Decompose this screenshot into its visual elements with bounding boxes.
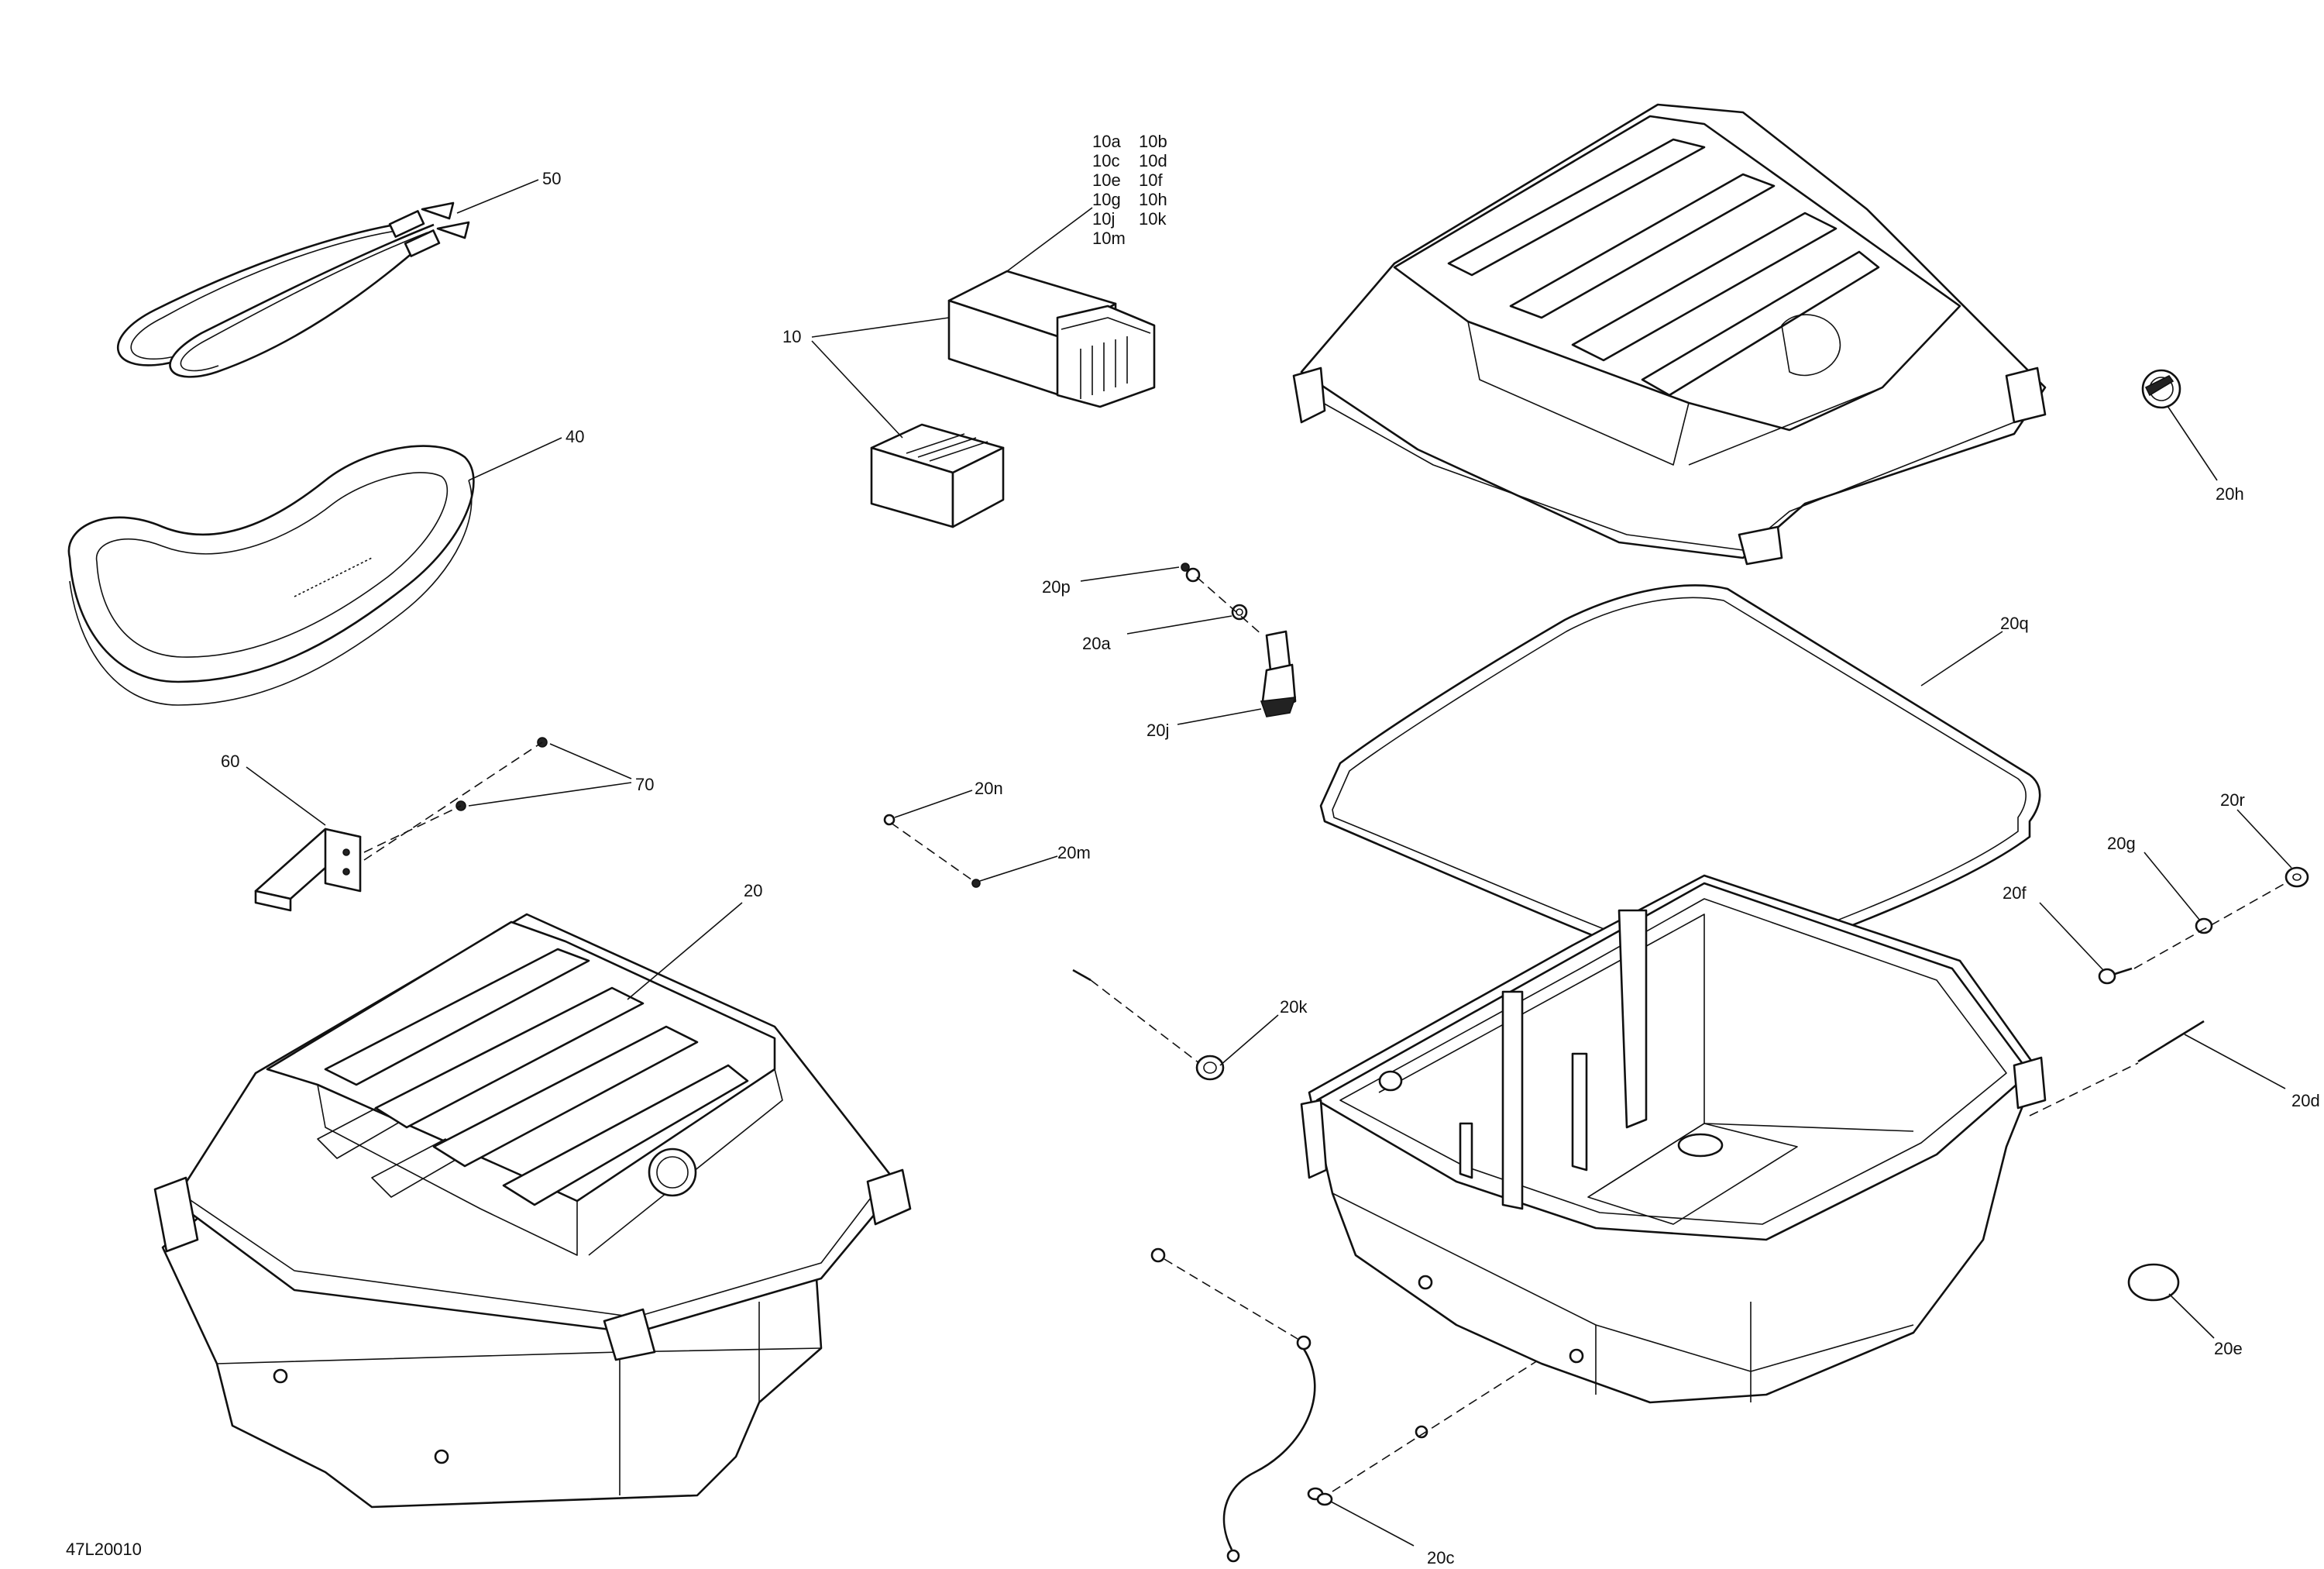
callout-20h: 20h bbox=[2216, 484, 2244, 504]
drive-belt bbox=[67, 445, 475, 706]
callout-20n: 20n bbox=[975, 779, 1003, 798]
leader-20a bbox=[1126, 615, 1232, 635]
leader-20g bbox=[2144, 852, 2201, 921]
callout-20: 20 bbox=[744, 881, 762, 900]
leader-10b bbox=[811, 340, 903, 439]
battery-boxes bbox=[870, 270, 1156, 528]
callout-10m: 10m bbox=[1092, 229, 1126, 248]
latch-assembly bbox=[1181, 563, 1297, 717]
fasteners bbox=[456, 737, 548, 811]
callout-10e: 10e bbox=[1092, 170, 1121, 190]
leader-20e bbox=[2168, 1293, 2215, 1339]
axis-20c-a bbox=[1164, 1258, 1298, 1340]
callout-10f: 10f bbox=[1139, 170, 1163, 190]
callout-70: 70 bbox=[635, 775, 654, 794]
leader-60 bbox=[246, 766, 326, 826]
callout-20k: 20k bbox=[1280, 997, 1308, 1017]
tether-cable bbox=[1150, 1247, 1428, 1563]
callout-20g: 20g bbox=[2107, 834, 2136, 853]
callout-20d: 20d bbox=[2291, 1091, 2320, 1110]
callout-20a: 20a bbox=[1082, 634, 1111, 653]
callout-20e: 20e bbox=[2214, 1339, 2243, 1358]
fasteners-20f-20g-20r bbox=[2098, 866, 2309, 985]
lid-seal bbox=[1319, 584, 2041, 979]
emblem-badge bbox=[2141, 369, 2181, 409]
bushing-20k bbox=[1072, 969, 1225, 1081]
leader-20 bbox=[627, 902, 743, 1000]
leader-10a bbox=[811, 317, 950, 338]
leader-20f bbox=[2039, 902, 2104, 971]
callout-20m: 20m bbox=[1057, 843, 1091, 862]
leader-20d bbox=[2184, 1034, 2286, 1089]
callout-20c: 20c bbox=[1427, 1548, 1454, 1567]
leader-20j bbox=[1177, 708, 1262, 725]
axis-70b bbox=[363, 805, 462, 853]
callout-10k: 10k bbox=[1139, 209, 1167, 229]
axis-20k bbox=[1090, 979, 1200, 1064]
axis-70a bbox=[363, 741, 543, 861]
leader-50 bbox=[456, 179, 539, 214]
rod-20d bbox=[2137, 1020, 2205, 1063]
leader-20h bbox=[2167, 405, 2218, 481]
axis-latch bbox=[1196, 576, 1263, 636]
leader-70a bbox=[549, 743, 632, 779]
leader-20n bbox=[894, 790, 973, 818]
axis-20c-b bbox=[1332, 1347, 1558, 1492]
leader-70b bbox=[468, 782, 632, 807]
mounting-bracket bbox=[254, 828, 362, 912]
axis-20d bbox=[2029, 1062, 2139, 1117]
callout-10d: 10d bbox=[1139, 151, 1167, 170]
callout-10b: 10b bbox=[1139, 132, 1167, 151]
callout-20p: 20p bbox=[1042, 577, 1071, 597]
callout-60: 60 bbox=[221, 752, 239, 771]
cargo-box-tub bbox=[1300, 874, 2047, 1404]
leader-20p bbox=[1080, 566, 1180, 582]
leader-40 bbox=[468, 437, 562, 481]
washer-20n bbox=[883, 814, 896, 826]
leader-10-variants bbox=[1006, 207, 1093, 272]
nut-20m bbox=[971, 879, 981, 888]
assembled-cargo-box bbox=[153, 913, 912, 1509]
leader-20r bbox=[2236, 809, 2292, 869]
leader-20k bbox=[1219, 1014, 1279, 1066]
leader-20m bbox=[979, 855, 1058, 882]
leader-20c bbox=[1330, 1501, 1415, 1547]
leader-20q bbox=[1920, 631, 2003, 686]
callout-10j: 10j bbox=[1092, 209, 1115, 229]
callout-10g: 10g bbox=[1092, 190, 1121, 209]
axis-20n-20m bbox=[890, 822, 975, 883]
drawing-code: 47L20010 bbox=[66, 1540, 142, 1559]
cargo-box-lid bbox=[1292, 103, 2047, 566]
callout-10a: 10a bbox=[1092, 132, 1121, 151]
cap-plug bbox=[2127, 1263, 2180, 1302]
callout-10h: 10h bbox=[1139, 190, 1167, 209]
callout-10: 10 bbox=[782, 327, 801, 346]
callout-20r: 20r bbox=[2220, 790, 2245, 810]
callout-20j: 20j bbox=[1147, 721, 1169, 740]
bungee-cord bbox=[117, 201, 470, 378]
callout-20f: 20f bbox=[2003, 883, 2027, 903]
callout-40: 40 bbox=[566, 427, 584, 446]
callout-20q: 20q bbox=[2000, 614, 2029, 633]
callout-50: 50 bbox=[542, 169, 561, 188]
callout-10c: 10c bbox=[1092, 151, 1119, 170]
